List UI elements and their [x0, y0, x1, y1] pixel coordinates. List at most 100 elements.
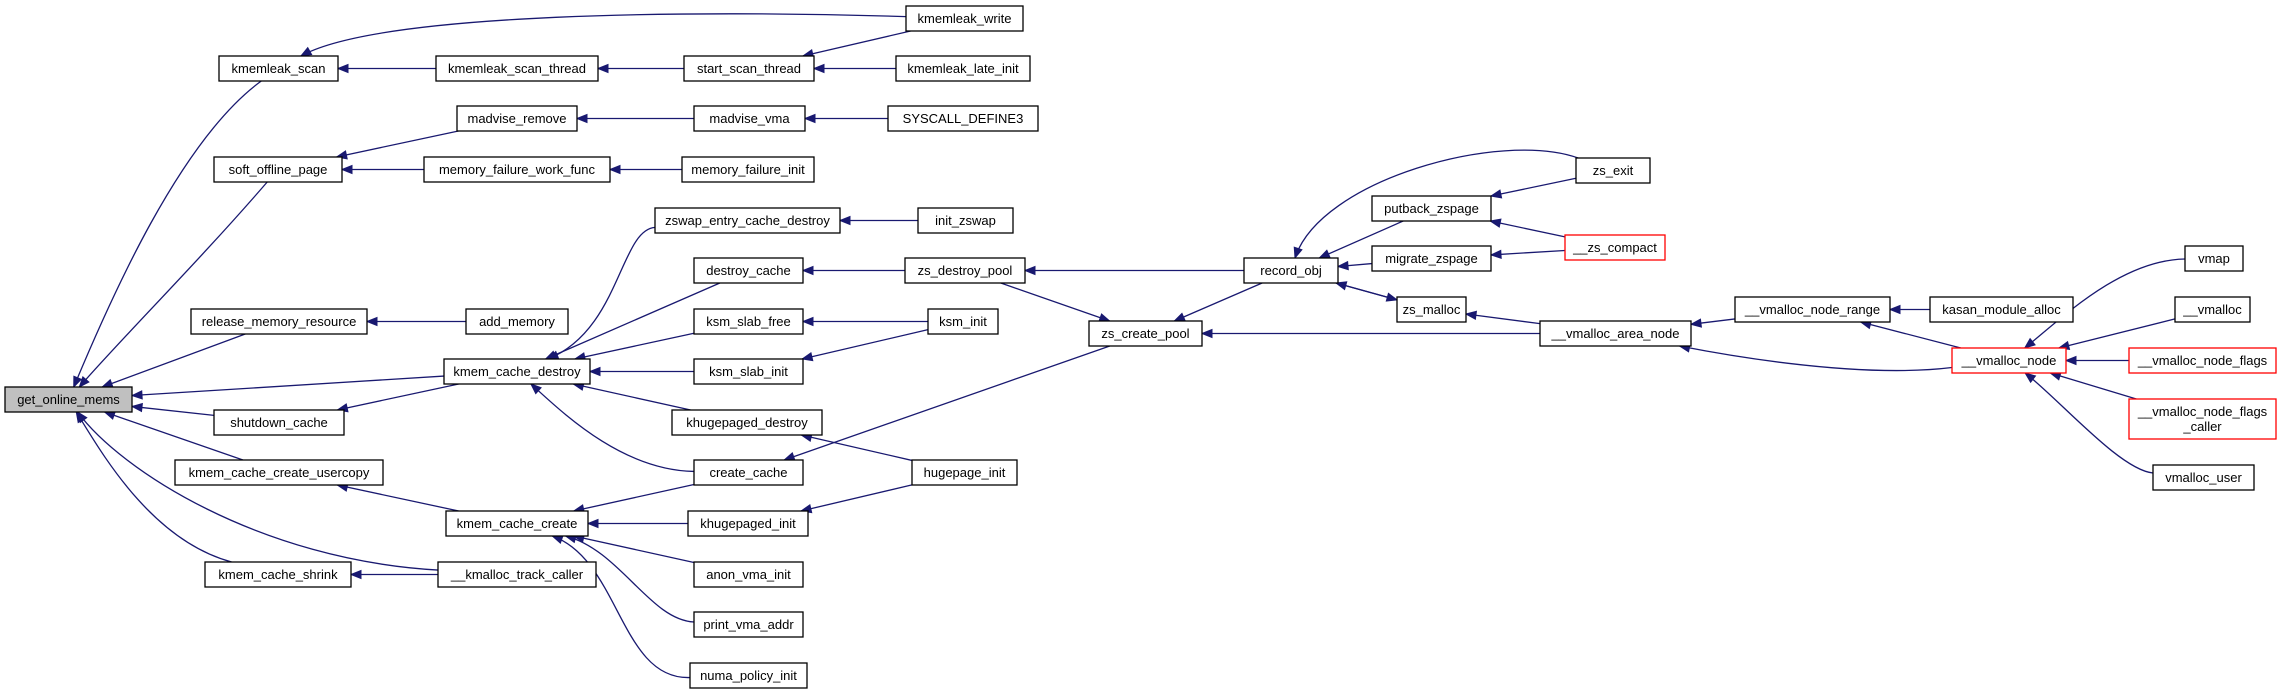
node-memory-failure-work-func[interactable]: memory_failure_work_func — [423, 156, 611, 183]
edge-khugepaged_destroy-to-kmem_cache_destroy — [572, 381, 691, 411]
node-kmemleak-write[interactable]: kmemleak_write — [905, 5, 1024, 32]
node-memory-failure-init[interactable]: memory_failure_init — [681, 156, 815, 183]
node-shutdown-cache[interactable]: shutdown_cache — [213, 409, 345, 436]
node-label: kmem_cache_shrink — [218, 567, 338, 582]
node-box — [445, 510, 589, 537]
node-record-obj[interactable]: record_obj — [1243, 257, 1339, 284]
node-kmem-cache-create-usercopy[interactable]: kmem_cache_create_usercopy — [174, 459, 384, 486]
edge-arrowhead — [73, 375, 83, 389]
node-destroy-cache[interactable]: destroy_cache — [693, 257, 804, 284]
node-SYSCALL-DEFINE3[interactable]: SYSCALL_DEFINE3 — [887, 105, 1039, 132]
node-zs-malloc[interactable]: zs_malloc — [1396, 296, 1467, 323]
node-hugepage-init[interactable]: hugepage_init — [911, 459, 1018, 486]
node-zs-compact[interactable]: __zs_compact — [1564, 234, 1666, 261]
node-vmalloc-node-range[interactable]: __vmalloc_node_range — [1734, 296, 1891, 323]
node-label: numa_policy_init — [700, 668, 797, 683]
node-label: ksm_init — [939, 314, 987, 329]
node-label: khugepaged_destroy — [686, 415, 808, 430]
node-soft-offline-page[interactable]: soft_offline_page — [213, 156, 343, 183]
node-add-memory[interactable]: add_memory — [465, 308, 569, 335]
node-vmalloc-node-flags-caller[interactable]: __vmalloc_node_flags_caller — [2128, 398, 2277, 440]
edge-arrowhead — [529, 383, 542, 395]
node-box — [683, 55, 815, 82]
node-vmalloc-area-node[interactable]: __vmalloc_area_node — [1539, 320, 1692, 347]
node-kmemleak-scan-thread[interactable]: kmemleak_scan_thread — [435, 55, 599, 82]
edge-__vmalloc_node-to-__vmalloc_node_range — [1859, 320, 1962, 349]
edge-line — [530, 383, 695, 473]
node-create-cache[interactable]: create_cache — [693, 459, 804, 486]
node-vmap[interactable]: vmap — [2184, 245, 2244, 272]
node-madvise-vma[interactable]: madvise_vma — [693, 105, 806, 132]
edge-line — [337, 383, 459, 411]
edge-line — [800, 484, 913, 512]
node-zs-exit[interactable]: zs_exit — [1575, 157, 1651, 184]
node-label: destroy_cache — [706, 263, 791, 278]
node-label: kasan_module_alloc — [1942, 302, 2061, 317]
node-kmalloc-track-caller[interactable]: __kmalloc_track_caller — [437, 561, 597, 588]
edge-arrowhead — [365, 316, 378, 327]
edge-line — [337, 484, 459, 512]
node-label: kmemleak_write — [918, 11, 1012, 26]
edge-record_obj-to-zs_create_pool — [1173, 282, 1263, 322]
node-ksm-slab-init[interactable]: ksm_slab_init — [693, 358, 804, 385]
edge-line — [131, 405, 215, 417]
node-vmalloc[interactable]: __vmalloc — [2174, 296, 2251, 323]
node-start-scan-thread[interactable]: start_scan_thread — [683, 55, 815, 82]
node-box — [465, 308, 569, 335]
edge-line — [1000, 282, 1110, 322]
node-khugepaged-destroy[interactable]: khugepaged_destroy — [671, 409, 823, 436]
edge-kmem_cache_destroy-to-shutdown_cache — [336, 383, 459, 413]
node-label: zswap_entry_cache_destroy — [665, 213, 830, 228]
node-box — [190, 308, 368, 335]
node-init-zswap[interactable]: init_zswap — [917, 207, 1014, 234]
node-kmemleak-scan[interactable]: kmemleak_scan — [218, 55, 339, 82]
node-ksm-init[interactable]: ksm_init — [927, 308, 999, 335]
node-label: zs_destroy_pool — [918, 263, 1013, 278]
node-migrate-zspage[interactable]: migrate_zspage — [1371, 245, 1492, 272]
node-madvise-remove[interactable]: madvise_remove — [456, 105, 578, 132]
node-kmem-cache-create[interactable]: kmem_cache_create — [445, 510, 589, 537]
node-box — [435, 55, 599, 82]
node-vmalloc-node-flags[interactable]: __vmalloc_node_flags — [2128, 347, 2277, 374]
edge-zs_destroy_pool-to-zs_create_pool — [1000, 282, 1111, 323]
node-kmem-cache-shrink[interactable]: kmem_cache_shrink — [204, 561, 352, 588]
node-kasan-module-alloc[interactable]: kasan_module_alloc — [1929, 296, 2074, 323]
node-release-memory-resource[interactable]: release_memory_resource — [190, 308, 368, 335]
node-vmalloc-user[interactable]: vmalloc_user — [2152, 464, 2255, 491]
node-vmalloc-node[interactable]: __vmalloc_node — [1951, 347, 2067, 374]
edge-kmem_cache_shrink-to-get_online_mems — [75, 410, 232, 563]
edge-line — [77, 411, 439, 571]
node-ksm-slab-free[interactable]: ksm_slab_free — [693, 308, 804, 335]
edge-arrowhead — [100, 378, 114, 388]
node-get-online-mems[interactable]: get_online_mems — [4, 386, 133, 413]
node-box — [218, 55, 339, 82]
node-khugepaged-init[interactable]: khugepaged_init — [687, 510, 809, 537]
node-box — [213, 409, 345, 436]
node-zs-create-pool[interactable]: zs_create_pool — [1088, 320, 1203, 347]
node-print-vma-addr[interactable]: print_vma_addr — [693, 611, 804, 638]
edge-zs_exit-to-putback_zspage — [1489, 177, 1577, 199]
edge-arrowhead — [800, 352, 814, 362]
node-kmem-cache-destroy[interactable]: kmem_cache_destroy — [443, 358, 591, 385]
edge-kmem_cache_destroy-to-get_online_mems — [130, 375, 445, 400]
edge-arrowhead — [596, 63, 609, 74]
edge-__vmalloc_node_range-to-__vmalloc_area_node — [1689, 318, 1736, 328]
node-zs-destroy-pool[interactable]: zs_destroy_pool — [904, 257, 1026, 284]
edge-line — [1490, 249, 1566, 256]
node-label: record_obj — [1260, 263, 1322, 278]
node-kmemleak-late-init[interactable]: kmemleak_late_init — [895, 55, 1031, 82]
node-label: ksm_slab_free — [706, 314, 791, 329]
node-box — [693, 561, 804, 588]
call-graph-nodes: get_online_mems kmemleak_scan soft_offline… — [4, 5, 2277, 689]
node-putback-zspage[interactable]: putback_zspage — [1371, 195, 1492, 222]
node-anon-vma-init[interactable]: anon_vma_init — [693, 561, 804, 588]
node-box — [174, 459, 384, 486]
edge-arrowhead — [1200, 328, 1213, 339]
node-box — [423, 156, 611, 183]
node-zswap-entry-cache-destroy[interactable]: zswap_entry_cache_destroy — [654, 207, 841, 234]
edge-__kmalloc_track_caller-to-get_online_mems — [76, 410, 439, 571]
node-numa-policy-init[interactable]: numa_policy_init — [689, 662, 808, 689]
node-box — [1243, 257, 1339, 284]
edge-zs_destroy_pool-to-destroy_cache — [801, 265, 905, 276]
node-label: __vmalloc_node_range — [1744, 302, 1880, 317]
